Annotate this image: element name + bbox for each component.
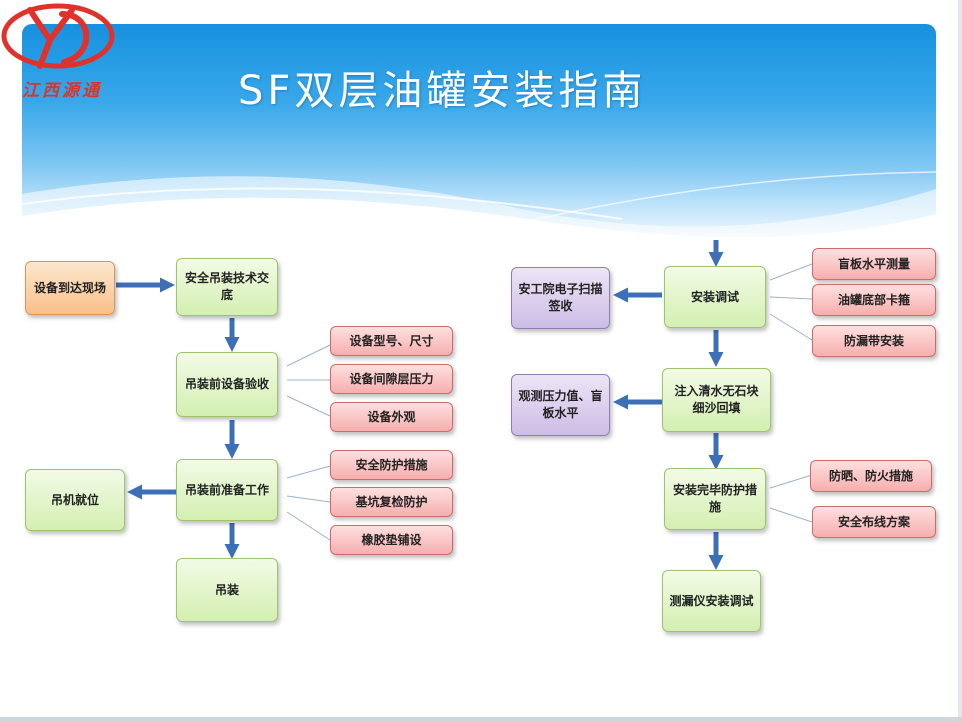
node-leak-detector-install: 测漏仪安装调试 — [662, 570, 761, 632]
node-equipment-arrival: 设备到达现场 — [25, 261, 115, 315]
node-blind-plate-level: 盲板水平测量 — [812, 248, 936, 280]
node-post-install-protection: 安装完毕防护措施 — [664, 468, 766, 530]
header-banner — [22, 24, 936, 249]
node-safety-wiring-plan: 安全布线方案 — [812, 506, 936, 538]
logo-text: 江西源通 — [22, 81, 102, 101]
slide-edge-right — [958, 0, 962, 721]
slide-edge-bottom — [0, 717, 962, 721]
node-rubber-pad-laying: 橡胶垫铺设 — [330, 525, 453, 555]
page-title: SF双层油罐安装指南 — [238, 68, 647, 114]
node-inspect-model-size: 设备型号、尺寸 — [330, 326, 453, 356]
node-pre-lift-preparation: 吊装前准备工作 — [176, 459, 278, 521]
header-wave-decoration — [22, 171, 936, 249]
node-tank-bottom-clamp: 油罐底部卡箍 — [812, 284, 936, 316]
node-safety-briefing: 安全吊装技术交底 — [176, 258, 278, 316]
node-sun-fire-protection: 防晒、防火措施 — [810, 460, 932, 492]
node-water-sand-backfill: 注入清水无石块细沙回填 — [662, 368, 771, 432]
node-install-debug: 安装调试 — [664, 266, 766, 328]
node-crane-positioning: 吊机就位 — [25, 469, 125, 531]
node-observe-pressure-level: 观测压力值、盲板水平 — [511, 374, 610, 436]
node-lifting: 吊装 — [176, 558, 278, 622]
node-anti-leak-belt: 防漏带安装 — [812, 325, 936, 357]
node-inspection-sign-off: 安工院电子扫描签收 — [511, 267, 610, 329]
node-inspect-appearance: 设备外观 — [330, 402, 453, 432]
node-pre-lift-inspection: 吊装前设备验收 — [176, 352, 278, 417]
node-inspect-interstitial-pressure: 设备间隙层压力 — [330, 364, 453, 394]
node-safety-protection: 安全防护措施 — [330, 450, 453, 480]
node-pit-recheck: 基坑复检防护 — [330, 487, 453, 517]
company-logo: 江西源通 — [0, 0, 120, 101]
